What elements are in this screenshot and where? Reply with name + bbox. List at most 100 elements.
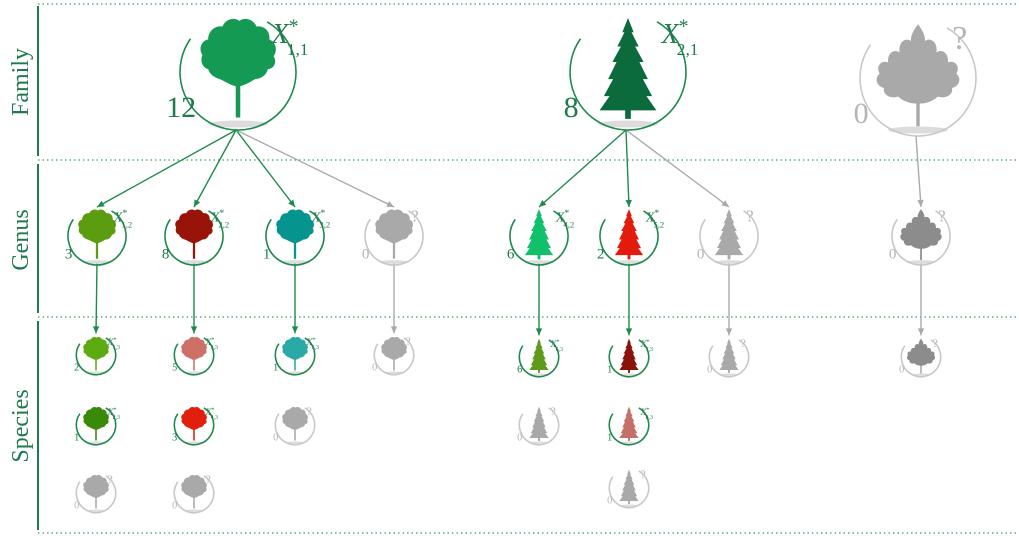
pine-tree-icon: [524, 209, 554, 260]
oak-tree-icon: [181, 406, 207, 441]
oak-tree-icon: [83, 336, 109, 371]
node-ring: [179, 21, 297, 131]
pine-tree-icon: [619, 469, 639, 504]
label-base: X: [271, 19, 290, 50]
pine-tree-icon: [529, 406, 549, 441]
edge-g7-s15: [725, 263, 733, 336]
maple-leaf-icon: [906, 338, 936, 374]
node-count: 0: [854, 97, 869, 130]
node-count: 6: [507, 247, 515, 263]
species-node-s16: 0?: [899, 337, 942, 378]
arrow-head: [291, 326, 299, 334]
genus-node-g4: 0?: [362, 207, 424, 266]
arrow-head: [190, 326, 198, 334]
pine-tree-icon: [614, 209, 644, 260]
arrow-head: [535, 328, 543, 336]
edge-g6-s12: [625, 263, 633, 336]
label-star: *: [211, 337, 215, 344]
oak-tree-icon: [83, 474, 109, 509]
label-sub: 6,3: [556, 347, 563, 353]
oak-tree-icon: [78, 209, 116, 259]
edge-g3-s7: [291, 263, 299, 334]
level-label-genus: Genus: [8, 209, 34, 270]
node-count: 1: [607, 364, 612, 375]
species-node-s9: 0?: [372, 335, 415, 376]
ground-shadow: [598, 120, 658, 128]
genus-node-g5: 6X*4,2: [507, 208, 574, 266]
label-base: X: [106, 408, 114, 418]
species-node-s12: 1 X*7,3: [607, 339, 653, 378]
pine-tree-icon: [529, 338, 549, 373]
node-count: 1: [263, 247, 271, 263]
unknown-marker: ?: [206, 473, 211, 486]
node-count: 5: [172, 362, 177, 373]
label-star: *: [654, 208, 659, 219]
node-label: X*7,3: [639, 339, 653, 354]
label-base: X: [645, 211, 655, 226]
species-node-s8: 0?: [273, 405, 316, 446]
ground-shadow: [379, 260, 409, 264]
oak-tree-icon: [282, 336, 308, 371]
species-node-s15: 0?: [707, 337, 750, 378]
label-star: *: [646, 339, 650, 346]
label-sub: 5,2: [653, 219, 664, 229]
species-node-s10: 6X*6,3: [517, 338, 563, 378]
species-node-s4: 5X*3,3: [172, 337, 218, 376]
edge-f1-g1: [96, 129, 237, 208]
label-sub: 4,3: [211, 415, 218, 421]
node-ring: [518, 339, 560, 378]
unknown-marker: ?: [952, 20, 967, 57]
node-ring: [75, 337, 117, 376]
label-star: *: [312, 337, 316, 344]
node-count: 0: [697, 247, 705, 263]
node-count: 1: [273, 362, 278, 373]
arrow-head: [721, 200, 729, 207]
species-node-s2: 1X*2,3: [74, 407, 120, 446]
edge-g1-s1: [92, 262, 100, 334]
ground-shadow: [888, 126, 948, 134]
label-base: X: [661, 19, 680, 50]
node-ring: [274, 337, 316, 376]
label-star: *: [679, 16, 689, 37]
label-base: X: [204, 408, 212, 418]
level-label-species: Species: [8, 389, 34, 462]
arrow-head: [386, 201, 394, 207]
node-label: X*5,3: [305, 337, 319, 352]
oak-tree-icon: [381, 336, 407, 371]
node-count: 2: [74, 362, 79, 373]
node-count: 12: [166, 91, 196, 124]
unknown-marker: ?: [933, 337, 938, 350]
node-count: 0: [707, 364, 712, 375]
unknown-marker: ?: [746, 207, 754, 226]
oak-tree-icon: [375, 209, 413, 259]
label-star: *: [211, 407, 215, 414]
unknown-marker: ?: [307, 405, 312, 418]
arrow-head: [539, 199, 547, 207]
unknown-marker: ?: [741, 337, 746, 350]
arrow-head: [917, 328, 925, 336]
label-base: X: [639, 340, 647, 350]
node-label: X* 2,1: [661, 16, 699, 58]
maple-leaf-icon: [876, 24, 960, 127]
node-count: 0: [899, 364, 904, 375]
label-sub: 2,1: [677, 40, 699, 59]
unknown-marker: ?: [406, 335, 411, 348]
label-star: *: [122, 208, 127, 219]
node-count: 8: [162, 247, 170, 263]
node-ring: [274, 407, 316, 446]
node-count: 0: [273, 432, 278, 443]
species-node-s7: 1 X*5,3: [273, 336, 319, 376]
arrow-head: [625, 199, 632, 207]
node-count: 1: [74, 432, 79, 443]
family-node-f2: 8X*2,1: [564, 16, 699, 131]
ground-shadow: [614, 260, 644, 264]
node-count: 6: [517, 364, 522, 375]
arrow-head: [725, 328, 733, 336]
node-ring: [518, 407, 560, 446]
genus-node-g1: 3X*1,2: [65, 208, 132, 266]
node-label: X*8,3: [639, 407, 653, 422]
arrow-head: [92, 326, 100, 334]
label-star: *: [320, 208, 325, 219]
label-star: *: [113, 337, 117, 344]
